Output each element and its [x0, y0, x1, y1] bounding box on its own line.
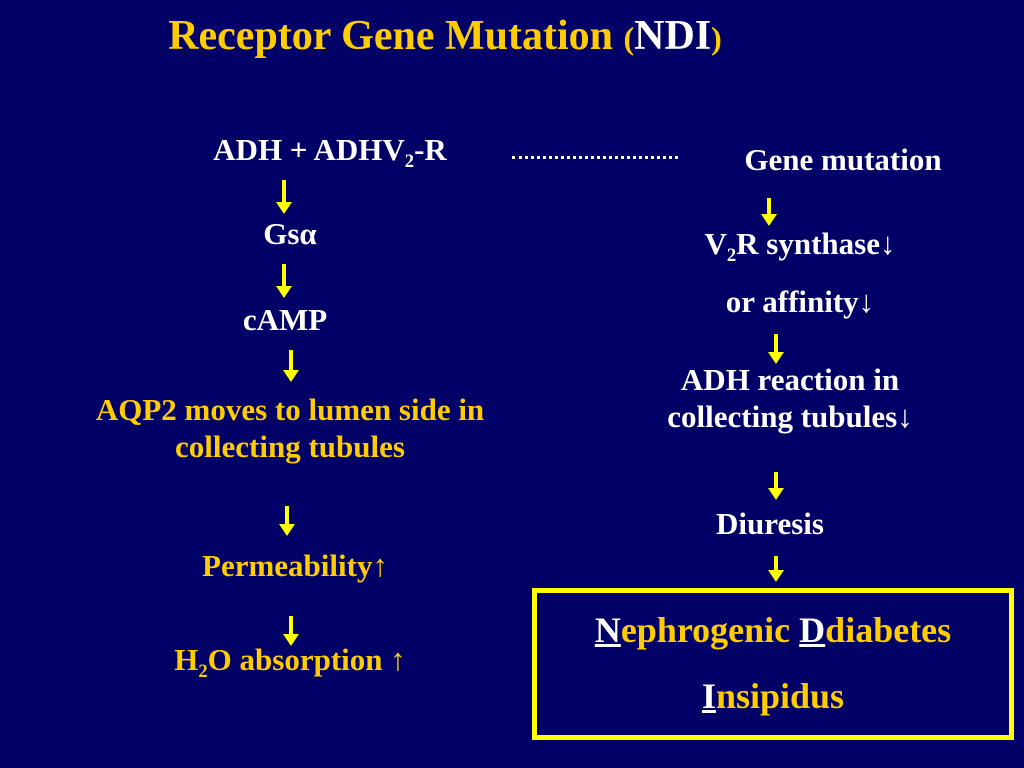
title-main: Receptor Gene Mutation: [168, 13, 613, 59]
aqp2-node: AQP2 moves to lumen side in collecting t…: [20, 392, 560, 465]
n-rest: ephrogenic: [620, 610, 800, 650]
n-letter: N: [594, 610, 621, 650]
slide-title: Receptor Gene Mutation (NDI): [0, 12, 890, 60]
down-arrow: [768, 334, 784, 364]
synthase-node: V2R synthase↓: [640, 226, 960, 267]
i-letter: I: [701, 676, 716, 716]
absorption-prefix: H: [174, 642, 199, 677]
result-line1: Nephrogenic Ddiabetes: [537, 609, 1009, 651]
camp-node: cAMP: [242, 302, 328, 337]
adh-reaction-line1: ADH reaction in: [680, 362, 900, 397]
permeability-node: Permeability↑: [202, 548, 388, 583]
adh-receptor-suffix: -R: [414, 132, 447, 167]
aqp2-line1: AQP2 moves to lumen side in: [95, 392, 485, 427]
adh-receptor-node: ADH + ADHV2-R: [150, 132, 510, 173]
adh-reaction-line2: collecting tubules↓: [667, 398, 913, 434]
adh-receptor-prefix: ADH + ADHV: [213, 132, 405, 167]
gs-alpha-node: Gsα: [263, 216, 317, 251]
down-arrow: [279, 506, 295, 536]
title-open-paren: (: [623, 20, 635, 56]
down-arrow: [283, 350, 299, 382]
dotted-connector: [512, 146, 678, 159]
diuresis-node: Diuresis: [716, 506, 824, 541]
down-arrow: [768, 472, 784, 500]
i-rest: nsipidus: [715, 676, 845, 716]
aqp2-line2: collecting tubules: [175, 428, 405, 464]
synthase-prefix: V: [704, 226, 727, 261]
absorption-sub: 2: [198, 661, 208, 683]
d-rest: diabetes: [825, 610, 952, 650]
synthase-sub: 2: [726, 245, 737, 267]
absorption-suffix: O absorption ↑: [207, 642, 406, 677]
ndi-result-box: Nephrogenic Ddiabetes Insipidus: [532, 588, 1014, 740]
title-close-paren: ): [711, 20, 722, 56]
absorption-node: H2O absorption ↑: [110, 642, 470, 683]
synthase-suffix: R synthase↓: [736, 226, 896, 261]
adh-receptor-sub: 2: [404, 151, 415, 173]
down-arrow: [283, 616, 299, 646]
gene-mutation-node: Gene mutation: [744, 142, 942, 177]
adh-reaction-node: ADH reaction in collecting tubules↓: [600, 362, 980, 435]
affinity-node: or affinity↓: [725, 284, 875, 319]
down-arrow: [276, 264, 292, 298]
down-arrow: [761, 198, 777, 226]
result-line2: Insipidus: [537, 675, 1009, 717]
down-arrow: [276, 180, 292, 214]
down-arrow: [768, 556, 784, 582]
d-letter: D: [799, 610, 826, 650]
title-abbr: NDI: [634, 13, 712, 59]
